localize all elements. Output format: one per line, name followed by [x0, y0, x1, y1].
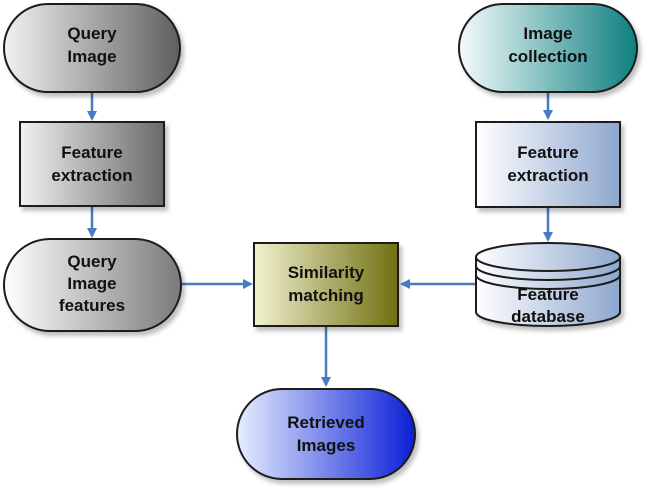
feature-database-line1: Feature [517, 285, 578, 304]
feature-extraction-right-line2: extraction [507, 166, 588, 185]
node-feature-database: Feature database [475, 242, 621, 327]
query-image-features-line2: Image [67, 274, 116, 293]
connector-arrows [87, 92, 553, 387]
node-image-collection: Image collection [458, 3, 638, 93]
similarity-matching-line2: matching [288, 286, 364, 305]
query-image-features-line3: features [59, 296, 125, 315]
query-image-line1: Query [67, 24, 117, 43]
feature-database-line2: database [511, 307, 585, 326]
feature-extraction-left-line2: extraction [51, 166, 132, 185]
query-image-features-line1: Query [67, 252, 117, 271]
similarity-matching-line1: Similarity [288, 263, 365, 282]
node-similarity-matching: Similarity matching [253, 242, 399, 327]
node-feature-extraction-right: Feature extraction [475, 121, 621, 208]
node-query-image: Query Image [3, 3, 181, 93]
query-image-line2: Image [67, 47, 116, 66]
image-collection-line1: Image [523, 24, 572, 43]
feature-extraction-right-line1: Feature [517, 143, 578, 162]
retrieved-images-line2: Images [297, 436, 356, 455]
node-query-image-features: Query Image features [3, 238, 182, 332]
node-retrieved-images: Retrieved Images [236, 388, 416, 480]
feature-extraction-left-line1: Feature [61, 143, 122, 162]
image-collection-line2: collection [508, 47, 587, 66]
node-feature-extraction-left: Feature extraction [19, 121, 165, 207]
retrieved-images-line1: Retrieved [287, 413, 364, 432]
